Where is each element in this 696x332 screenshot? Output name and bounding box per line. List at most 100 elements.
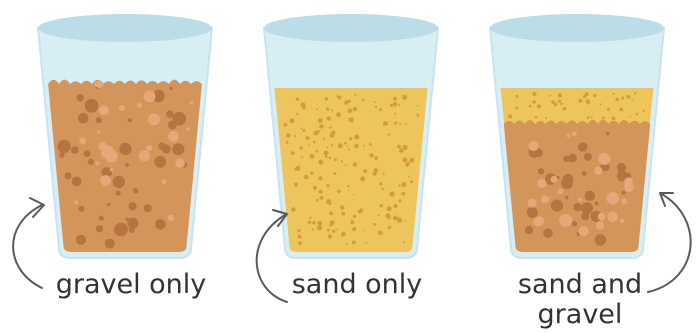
grain xyxy=(168,131,179,142)
grain xyxy=(128,118,132,122)
grain xyxy=(612,117,616,121)
arrow-gravel-only xyxy=(13,198,44,288)
grain xyxy=(312,221,316,225)
grain xyxy=(144,93,153,102)
grain xyxy=(398,104,400,106)
grain xyxy=(363,169,367,173)
grain xyxy=(59,152,65,158)
grain xyxy=(369,143,372,146)
grain xyxy=(162,144,169,151)
grain xyxy=(643,110,645,112)
grain xyxy=(529,141,539,151)
grain xyxy=(133,188,138,193)
grain xyxy=(354,135,359,140)
grain xyxy=(299,146,303,150)
grain xyxy=(516,95,518,97)
grain xyxy=(302,129,305,132)
grain xyxy=(532,92,536,96)
cup-sand-and-gravel xyxy=(490,14,664,258)
grain xyxy=(100,175,111,186)
grain xyxy=(378,231,383,236)
grain xyxy=(116,191,121,196)
grain xyxy=(393,216,398,221)
grain xyxy=(632,99,634,101)
grain xyxy=(563,174,574,185)
grain xyxy=(348,148,350,150)
grain xyxy=(318,160,323,165)
grain xyxy=(162,179,167,184)
grain xyxy=(405,162,409,166)
grain xyxy=(388,226,391,229)
grain xyxy=(316,108,318,110)
grain xyxy=(551,176,558,183)
grain xyxy=(312,229,314,231)
grain xyxy=(583,95,586,98)
grain xyxy=(362,99,365,102)
grain xyxy=(560,103,563,106)
grain xyxy=(99,216,104,221)
grain xyxy=(298,229,301,232)
grain xyxy=(379,182,382,185)
grain xyxy=(327,116,331,120)
grain xyxy=(402,192,406,196)
grain xyxy=(325,156,328,159)
grain xyxy=(595,234,606,245)
grain xyxy=(598,213,606,221)
grain xyxy=(88,159,94,165)
grain xyxy=(363,145,365,147)
grain xyxy=(558,189,564,195)
grain xyxy=(338,143,343,148)
grain xyxy=(410,180,413,183)
grain xyxy=(606,132,610,136)
grain xyxy=(348,109,352,113)
grain xyxy=(319,190,323,194)
grain xyxy=(393,102,398,107)
grain xyxy=(621,97,624,100)
grain xyxy=(326,107,329,110)
grain xyxy=(621,191,625,195)
grain xyxy=(375,106,377,108)
label-line: sand only xyxy=(286,270,428,300)
grain xyxy=(532,100,536,104)
grain xyxy=(329,157,332,160)
grain xyxy=(634,92,636,94)
grain xyxy=(318,221,323,226)
grain xyxy=(99,105,109,115)
grain xyxy=(347,145,349,147)
grain xyxy=(541,195,549,203)
grain xyxy=(353,215,356,218)
grain xyxy=(155,219,166,230)
grain xyxy=(399,124,401,126)
grain xyxy=(535,216,544,225)
grain xyxy=(594,167,602,175)
grain xyxy=(346,243,348,245)
grain xyxy=(290,118,295,123)
grain xyxy=(330,133,335,138)
grain xyxy=(326,147,328,149)
grain xyxy=(186,127,189,130)
grain xyxy=(105,239,115,249)
grain xyxy=(626,95,630,99)
grain xyxy=(318,176,322,180)
grain xyxy=(353,107,357,111)
grain xyxy=(578,142,587,151)
grain xyxy=(119,143,131,155)
grain xyxy=(344,142,347,145)
grain xyxy=(330,220,335,225)
grain xyxy=(291,207,296,212)
grain xyxy=(345,164,347,166)
grain xyxy=(294,168,297,171)
grain xyxy=(620,219,625,224)
cup-sand-only xyxy=(264,14,438,258)
arrow-sand-and-gravel xyxy=(648,193,691,292)
grain xyxy=(329,127,331,129)
label-line: gravel xyxy=(506,300,654,330)
grain xyxy=(172,143,184,155)
grain xyxy=(317,225,322,230)
grain xyxy=(607,192,619,204)
grain xyxy=(563,107,567,111)
grain xyxy=(558,93,562,97)
grain xyxy=(154,156,166,168)
grain xyxy=(298,164,300,166)
grain xyxy=(175,159,184,168)
